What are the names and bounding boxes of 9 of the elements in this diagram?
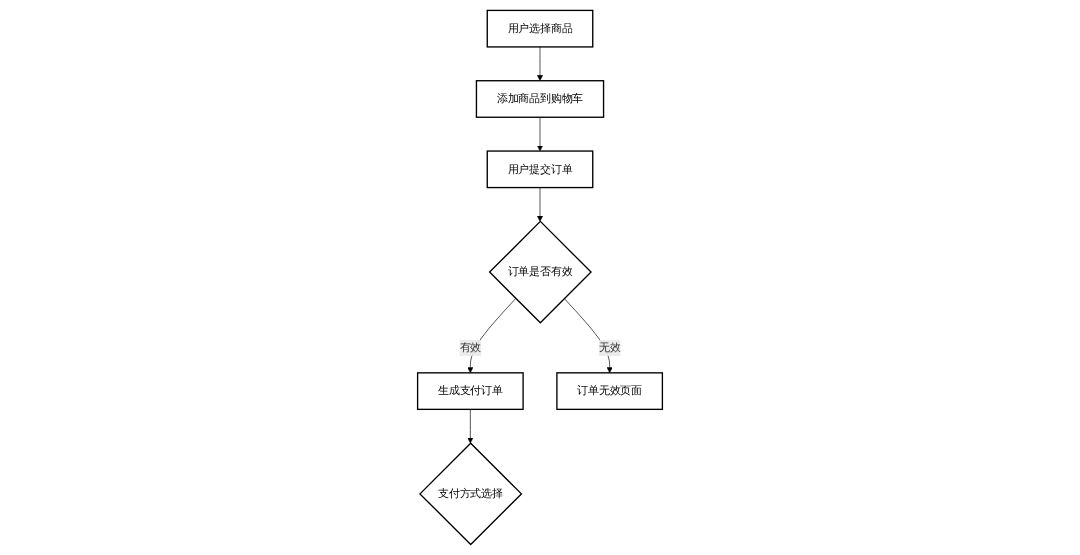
node-box: 订单无效页面 bbox=[556, 372, 664, 411]
edge-label: 无效 bbox=[598, 341, 621, 354]
node-diamond: 订单是否有效 bbox=[488, 220, 592, 324]
node-box: 添加商品到购物车 bbox=[475, 80, 605, 118]
edge-label: 有效 bbox=[459, 341, 482, 354]
node-diamond: 支付方式选择 bbox=[419, 442, 523, 546]
node-box: 生成支付订单 bbox=[416, 372, 524, 411]
node-box: 用户选择商品 bbox=[486, 9, 594, 48]
node-box: 用户提交订单 bbox=[486, 150, 594, 189]
